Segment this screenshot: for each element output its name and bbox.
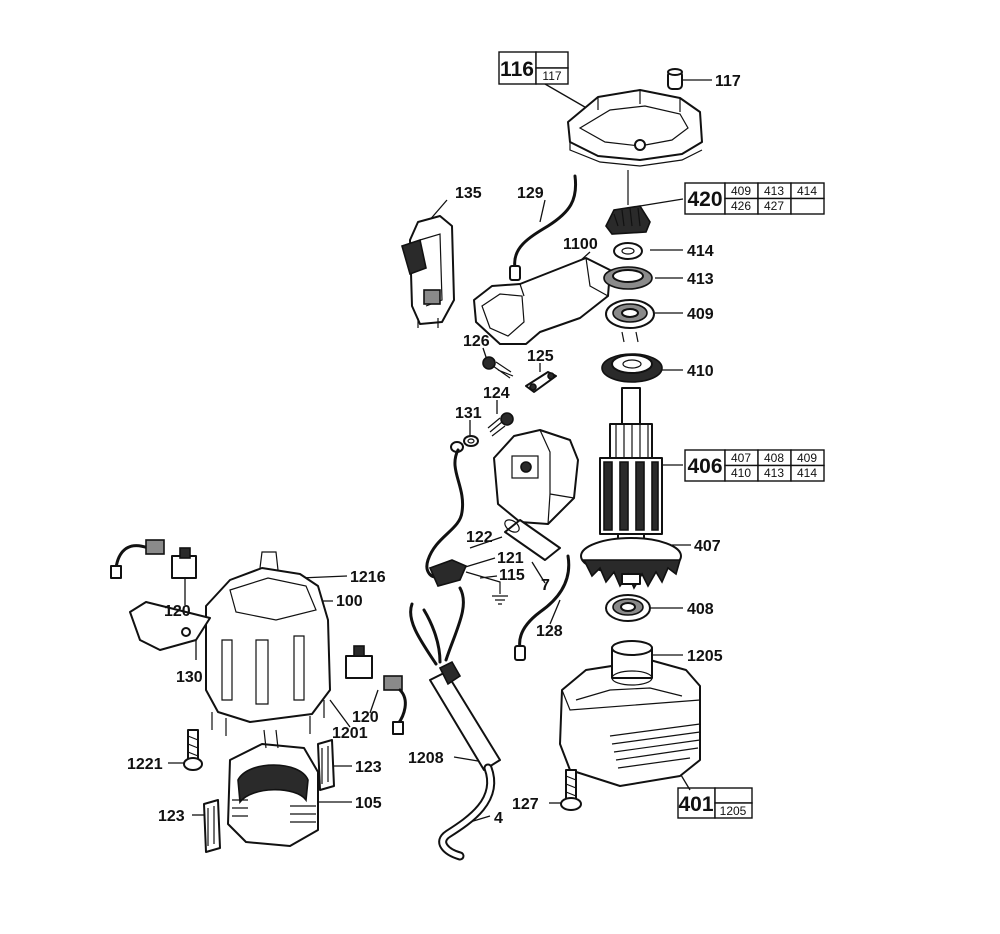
clamp-125[interactable]: [525, 371, 557, 393]
label-130[interactable]: 130: [176, 669, 203, 686]
label-4[interactable]: 4: [494, 810, 503, 827]
label-1216[interactable]: 1216: [350, 569, 386, 586]
bushing-1205[interactable]: [611, 640, 653, 686]
bevel-gear-420[interactable]: [605, 170, 651, 235]
kit-420-main: 420: [687, 188, 722, 211]
kit-406-cell: 408: [764, 451, 784, 465]
label-105[interactable]: 105: [355, 795, 382, 812]
bearing-plate-410[interactable]: [601, 353, 663, 383]
kit-box-406[interactable]: 406 407 408 409 410 413 414: [684, 449, 825, 482]
kit-420-cell: 413: [764, 184, 784, 198]
kit-406-cell: 414: [797, 466, 817, 480]
washer-414[interactable]: [613, 242, 643, 260]
kit-406-main: 406: [687, 455, 722, 478]
kit-box-116[interactable]: 116 117: [498, 51, 569, 85]
kit-401-main: 401: [678, 793, 713, 816]
label-409[interactable]: 409: [687, 306, 714, 323]
kit-116-cell: 117: [542, 69, 561, 83]
label-117[interactable]: 117: [715, 73, 741, 90]
kit-406-cell: 409: [797, 451, 817, 465]
label-1100[interactable]: 1100: [563, 236, 598, 253]
kit-420-cell: 409: [731, 184, 751, 198]
label-7[interactable]: 7: [541, 577, 550, 594]
field-coil-105[interactable]: [227, 729, 319, 847]
label-122[interactable]: 122: [466, 529, 493, 546]
clip-123-left[interactable]: [203, 799, 221, 853]
label-131[interactable]: 131: [455, 405, 482, 422]
armature-406[interactable]: [580, 387, 682, 590]
wire-128[interactable]: [514, 554, 571, 661]
screw-126[interactable]: [482, 356, 514, 379]
brush-housing[interactable]: [493, 429, 579, 525]
clip-123-right[interactable]: [317, 739, 335, 791]
ring-413[interactable]: [603, 266, 653, 290]
label-100[interactable]: 100: [336, 593, 363, 610]
bearing-408[interactable]: [605, 594, 651, 622]
kit-box-401[interactable]: 401 1205: [677, 787, 753, 819]
motor-housing-100[interactable]: [205, 551, 331, 736]
label-407[interactable]: 407: [694, 538, 721, 555]
screw-1221[interactable]: [183, 729, 203, 771]
label-128[interactable]: 128: [536, 623, 563, 640]
label-126[interactable]: 126: [463, 333, 490, 350]
screw-127[interactable]: [560, 769, 582, 811]
label-127[interactable]: 127: [512, 796, 539, 813]
strain-relief-1208[interactable]: [409, 586, 501, 771]
top-housing-cover[interactable]: [567, 89, 703, 167]
connector-121[interactable]: [428, 559, 508, 605]
bearing-409[interactable]: [605, 299, 655, 343]
label-414[interactable]: 414: [687, 243, 714, 260]
label-1201[interactable]: 1201: [332, 725, 368, 742]
label-135[interactable]: 135: [455, 185, 482, 202]
brush-holder-right[interactable]: [345, 645, 407, 735]
label-115[interactable]: 115: [499, 567, 525, 584]
bracket-130[interactable]: [129, 601, 211, 651]
brush-holder-left[interactable]: [110, 539, 197, 579]
kit-420-cell: 427: [764, 199, 784, 213]
label-120-right[interactable]: 120: [352, 709, 379, 726]
label-410[interactable]: 410: [687, 363, 714, 380]
screw-124[interactable]: [487, 412, 514, 437]
label-125[interactable]: 125: [527, 348, 554, 365]
label-121[interactable]: 121: [497, 550, 524, 567]
pin-117[interactable]: [667, 68, 683, 90]
power-cord-4[interactable]: [438, 763, 496, 861]
label-1205[interactable]: 1205: [687, 648, 723, 665]
label-123-left[interactable]: 123: [158, 808, 185, 825]
wire-129[interactable]: [509, 174, 578, 281]
kit-406-cell: 413: [764, 466, 784, 480]
kit-box-420[interactable]: 420 409 413 414 426 427: [684, 182, 825, 215]
tube-7[interactable]: [503, 517, 561, 561]
label-1208[interactable]: 1208: [408, 750, 444, 767]
label-129[interactable]: 129: [517, 185, 544, 202]
kit-420-cell: 426: [731, 199, 751, 213]
kit-406-cell: 410: [731, 466, 751, 480]
label-123-right[interactable]: 123: [355, 759, 382, 776]
wire-122[interactable]: [425, 448, 465, 579]
label-408[interactable]: 408: [687, 601, 714, 618]
label-124[interactable]: 124: [483, 385, 510, 402]
kit-401-cell: 1205: [720, 804, 747, 818]
handle-cover[interactable]: [473, 257, 611, 345]
label-413[interactable]: 413: [687, 271, 714, 288]
label-120-left[interactable]: 120: [164, 603, 191, 620]
kit-420-cell: 414: [797, 184, 817, 198]
part-labels: 117 135 129 1100 414 413 409 126 125 410…: [127, 73, 741, 827]
kit-116-main: 116: [500, 58, 534, 81]
label-1221[interactable]: 1221: [127, 756, 163, 773]
switch[interactable]: [401, 215, 455, 328]
kit-406-cell: 407: [731, 451, 751, 465]
washer-131[interactable]: [450, 435, 479, 453]
